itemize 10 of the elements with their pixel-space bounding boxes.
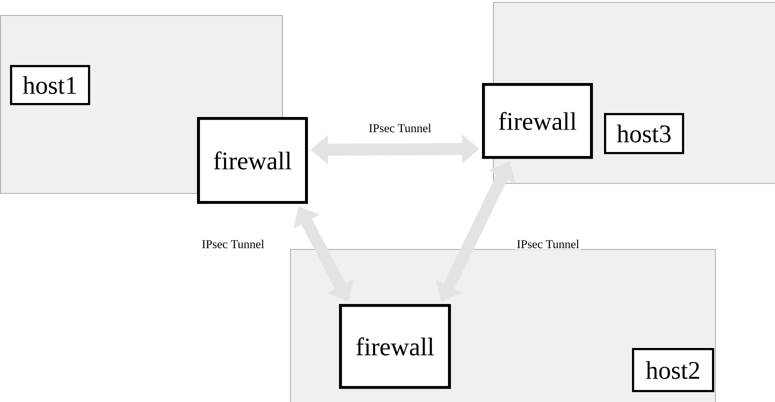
edge-label: IPsec Tunnel xyxy=(515,238,581,250)
firewall-box: firewall xyxy=(339,304,451,389)
tunnel-arrow xyxy=(310,134,480,164)
host-box: host3 xyxy=(604,113,684,154)
host-box: host2 xyxy=(632,348,714,392)
host-box: host1 xyxy=(10,65,90,106)
edge-label: IPsec Tunnel xyxy=(367,122,433,134)
firewall-box: firewall xyxy=(482,83,593,159)
edge-label: IPsec Tunnel xyxy=(200,238,266,250)
firewall-box: firewall xyxy=(197,117,308,204)
